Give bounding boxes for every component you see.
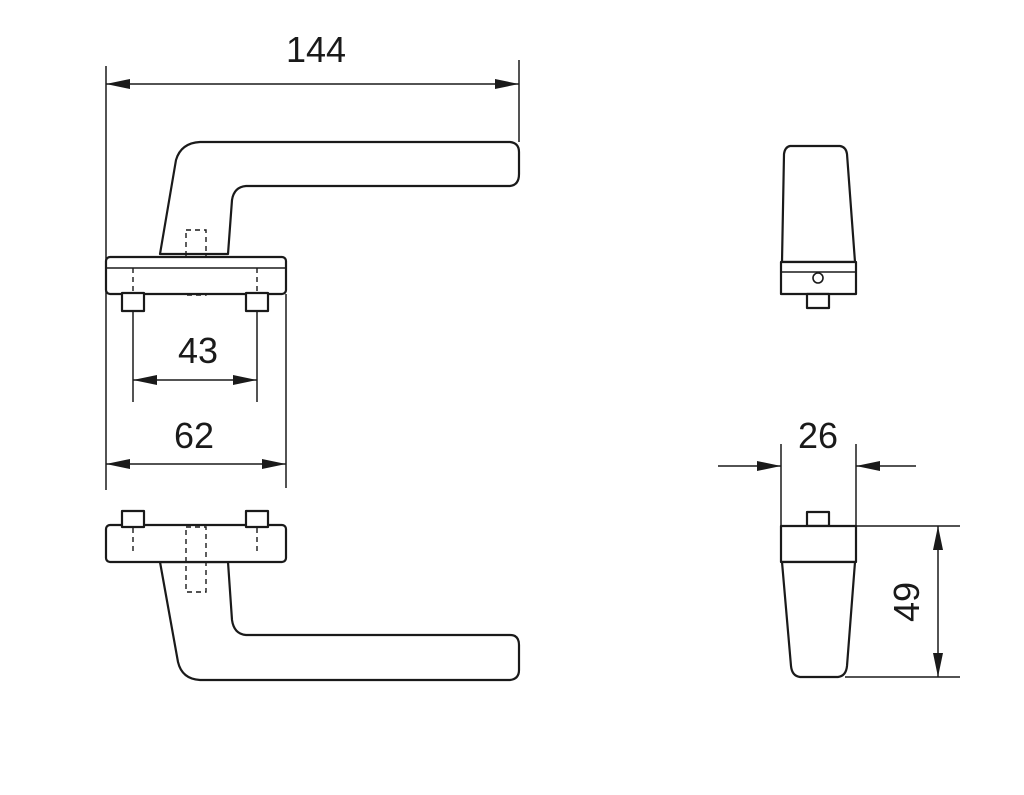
grip-end-bottom — [780, 560, 857, 679]
grub-screw-top — [812, 272, 824, 284]
dimension-49: 49 — [845, 525, 960, 678]
spindle-end-top — [805, 292, 831, 310]
rose-end-top — [779, 260, 858, 296]
lever-bottom — [158, 560, 521, 682]
end-view-bottom — [779, 510, 858, 679]
lever-top — [158, 140, 521, 256]
dimension-label-49: 49 — [886, 582, 927, 622]
grip-end-top — [780, 144, 857, 264]
screw-left-top — [120, 291, 146, 313]
dimension-label-43: 43 — [178, 330, 218, 371]
dimension-43: 43 — [132, 311, 258, 402]
spindle-hidden-bottom — [185, 526, 207, 593]
rose-end-bottom — [779, 524, 858, 564]
side-view-bottom — [104, 509, 521, 682]
side-view-top — [104, 140, 521, 313]
dimension-26: 26 — [718, 415, 916, 526]
screw-right-top — [244, 291, 270, 313]
rose-plate-bottom — [104, 523, 288, 564]
dimension-label-26: 26 — [798, 415, 838, 456]
dimension-62: 62 — [106, 294, 287, 488]
end-view-top — [779, 144, 858, 310]
dimension-label-144: 144 — [286, 29, 346, 70]
screw-left-bottom — [120, 509, 146, 529]
dimension-144: 144 — [105, 29, 520, 490]
spindle-end-bottom — [805, 510, 831, 528]
screw-right-bottom — [244, 509, 270, 529]
dimension-label-62: 62 — [174, 415, 214, 456]
